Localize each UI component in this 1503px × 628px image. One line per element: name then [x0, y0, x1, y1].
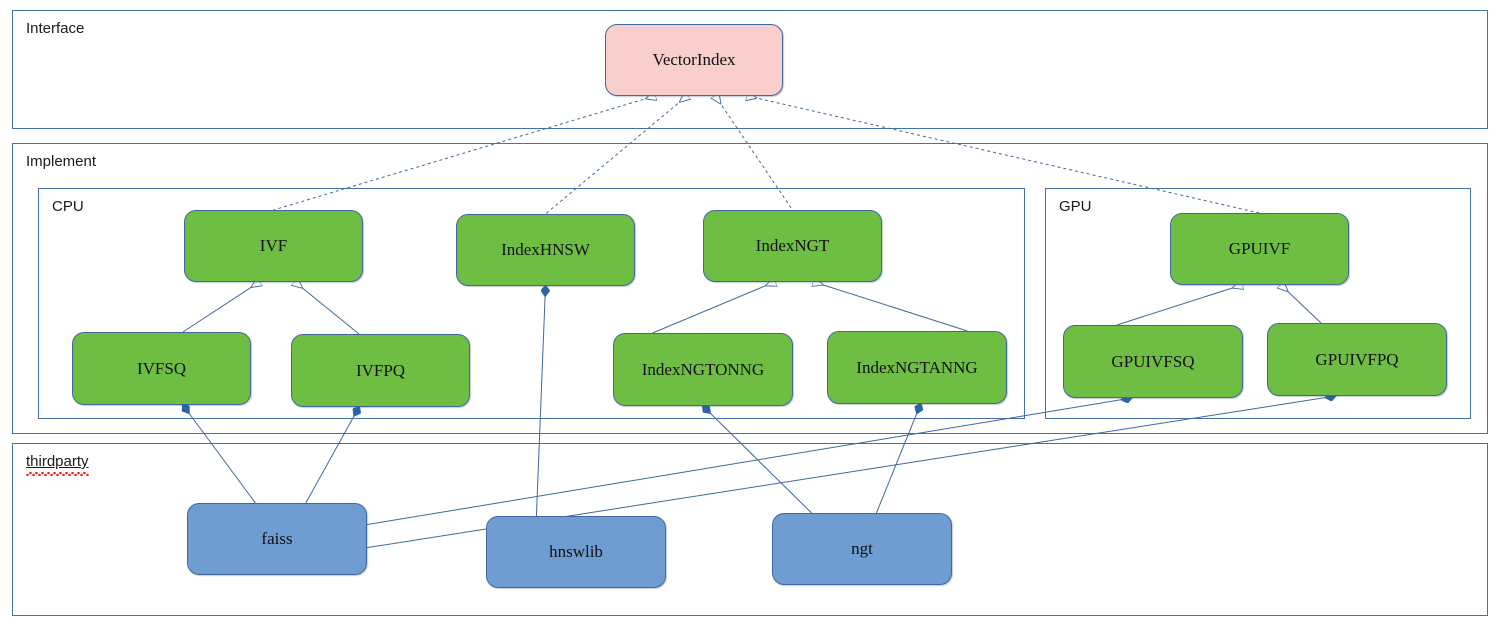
- group-label-cpu: CPU: [52, 198, 84, 215]
- class-node-label: IVFPQ: [355, 360, 406, 380]
- class-node-label: IndexHNSW: [501, 240, 590, 259]
- edge-realization-indexhnsw-to-vectorindex: [545, 96, 687, 215]
- edge-realization-gpuivf-to-vectorindex: [747, 96, 1260, 214]
- edge-realization-indexngt-to-vectorindex: [715, 96, 793, 211]
- edge-composition-faiss-to-gpuivfsq: [366, 398, 1131, 526]
- edge-inheritance-gpuivfsq-to-gpuivf: [1116, 285, 1242, 326]
- class-node-label: IndexNGTONNG: [641, 359, 765, 379]
- group-label-implement: Implement: [26, 153, 97, 170]
- edge-inheritance-gpuivfpq-to-gpuivf: [1281, 285, 1322, 324]
- class-node-label: IVFSQ: [136, 358, 187, 378]
- class-node-label: ngt: [851, 539, 873, 558]
- class-node-gpuivf[interactable]: GPUIVF: [1170, 213, 1349, 285]
- class-node-label: GPUIVFPQ: [1315, 349, 1399, 369]
- class-node-label: VectorIndex: [652, 50, 736, 69]
- class-node-gpuivfsq[interactable]: GPUIVFSQ: [1063, 325, 1243, 398]
- edge-realization-ivf-to-vectorindex: [273, 96, 655, 211]
- class-node-ivfpq[interactable]: IVFPQ: [291, 334, 470, 407]
- group-label-interface: Interface: [26, 20, 85, 37]
- class-node-label: IndexNGT: [755, 236, 830, 255]
- class-node-indexngtanng[interactable]: IndexNGTANNG: [827, 331, 1007, 404]
- group-label-gpu: GPU: [1059, 198, 1092, 215]
- class-node-ngt[interactable]: ngt: [772, 513, 952, 585]
- spellcheck-underline-thirdparty: [26, 472, 89, 476]
- class-node-hnswlib[interactable]: hnswlib: [486, 516, 666, 588]
- edge-composition-ngt-to-indexngtonng: [703, 406, 812, 514]
- class-node-label: GPUIVFSQ: [1111, 351, 1195, 371]
- class-node-ivf[interactable]: IVF: [184, 210, 363, 282]
- class-node-gpuivfpq[interactable]: GPUIVFPQ: [1267, 323, 1447, 396]
- class-node-label: hnswlib: [549, 542, 603, 561]
- class-node-indexngtonng[interactable]: IndexNGTONNG: [613, 333, 793, 406]
- edge-composition-ngt-to-indexngtanng: [875, 404, 920, 514]
- class-node-faiss[interactable]: faiss: [187, 503, 367, 575]
- edge-composition-hnswlib-to-indexhnsw: [535, 286, 545, 517]
- class-node-label: IndexNGTANNG: [856, 357, 978, 377]
- edge-inheritance-ivfsq-to-ivf: [182, 282, 259, 333]
- class-node-ivfsq[interactable]: IVFSQ: [72, 332, 251, 405]
- class-node-indexhnsw[interactable]: IndexHNSW: [456, 214, 635, 286]
- edge-composition-faiss-to-ivfpq: [305, 407, 359, 504]
- edge-inheritance-ivfpq-to-ivf: [295, 282, 360, 335]
- edge-inheritance-indexngtanng-to-indexngt: [814, 282, 968, 332]
- group-label-thirdparty: thirdparty: [26, 453, 89, 470]
- class-node-vectorindex[interactable]: VectorIndex: [605, 24, 783, 96]
- class-node-label: IVF: [259, 236, 288, 255]
- edge-inheritance-indexngtonng-to-indexngt: [652, 282, 775, 334]
- edge-composition-faiss-to-ivfsq: [183, 405, 256, 504]
- class-node-label: GPUIVF: [1228, 239, 1291, 258]
- class-node-indexngt[interactable]: IndexNGT: [703, 210, 882, 282]
- class-node-label: faiss: [261, 529, 293, 548]
